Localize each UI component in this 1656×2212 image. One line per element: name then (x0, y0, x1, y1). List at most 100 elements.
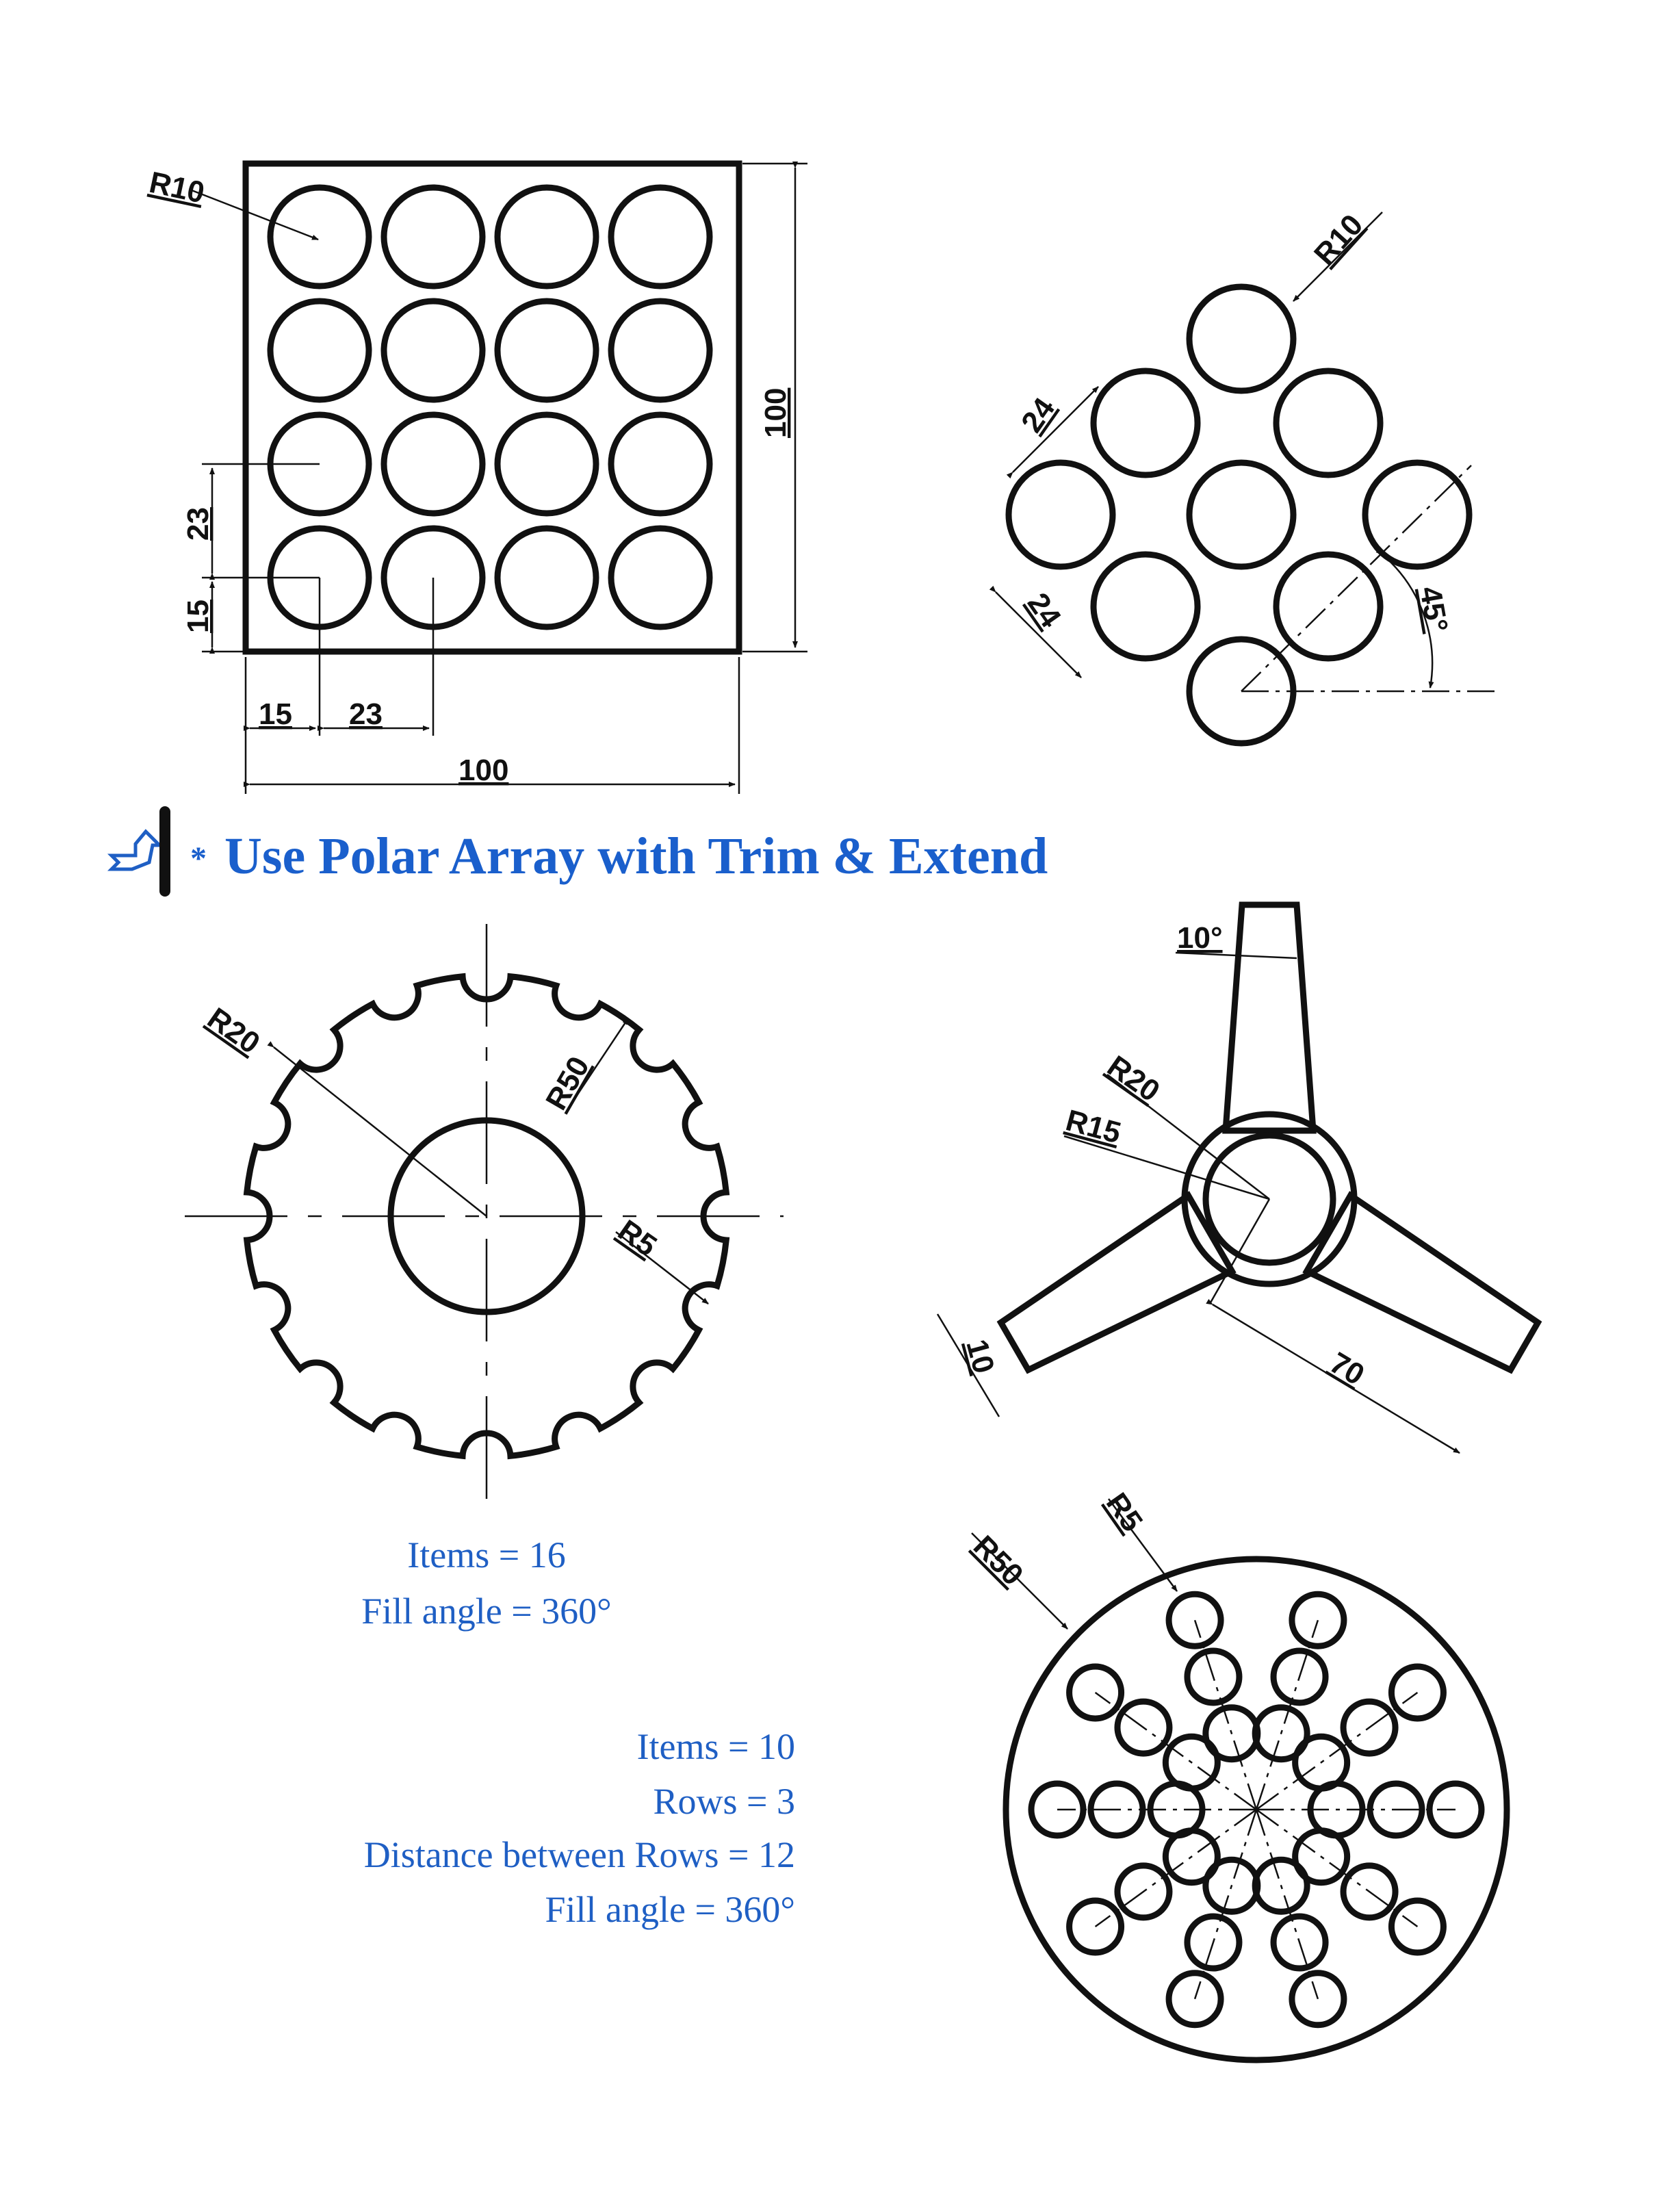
distance-note: Distance between Rows = 12 (364, 1834, 795, 1875)
width-label: 10 (959, 1336, 1000, 1377)
spoke-arm (996, 1191, 1237, 1374)
hole (1165, 1591, 1224, 1649)
hole (267, 184, 372, 290)
hole (1165, 1970, 1224, 2029)
divider-bar (159, 806, 170, 897)
spoke (996, 1191, 1237, 1374)
hole-radius-label: R5 (1100, 1487, 1149, 1538)
hole (1289, 1591, 1347, 1649)
hole (1066, 1663, 1125, 1722)
hole (1292, 1827, 1351, 1886)
inner-radius-label: R20 (201, 1001, 266, 1060)
center-line (1255, 1809, 1319, 2000)
hole (608, 184, 713, 290)
hole (1184, 1913, 1243, 1972)
hole (1270, 1647, 1329, 1706)
hub-inner (1202, 1132, 1336, 1266)
notched-outline (243, 973, 730, 1460)
angle-label: 10° (1177, 921, 1223, 955)
radius-label: R10 (146, 166, 207, 210)
polar-holes (1028, 1591, 1485, 2029)
title-bullet: * (190, 840, 207, 877)
center-line (1094, 1808, 1257, 1928)
outer-radius-label: R50 (539, 1051, 596, 1116)
hole (1340, 1862, 1399, 1921)
dimension-line (1206, 1298, 1460, 1454)
leader-line (1107, 1074, 1270, 1200)
notch-radius-label: R5 (612, 1213, 662, 1263)
spacing-y-label: 23 (181, 507, 215, 541)
hole (1066, 1897, 1125, 1956)
inner-radius-label: R15 (1062, 1103, 1124, 1150)
hole (380, 184, 486, 290)
leader-line (567, 1018, 630, 1109)
hole (1005, 459, 1116, 570)
hole (1388, 1663, 1447, 1722)
instruction-heading: * Use Polar Array with Trim & Extend (107, 806, 1048, 897)
radius-label: R10 (1308, 208, 1369, 272)
items-note: Items = 10 (637, 1726, 795, 1767)
drawing-notched-disk: R20 R50 R5 Items = 16 Fill angle = 360° (185, 924, 784, 1632)
spoke (1222, 901, 1317, 1134)
leader-line (267, 1041, 487, 1217)
spoke-arm (1302, 1191, 1542, 1374)
grid-holes (267, 184, 713, 630)
items-note: Items = 16 (407, 1534, 565, 1576)
center-line (1256, 1808, 1419, 1928)
hole (1388, 1897, 1447, 1956)
center-line (1255, 1619, 1319, 1810)
leader-line (1107, 1498, 1178, 1592)
offset-y-label: 15 (181, 600, 215, 633)
height-label: 100 (759, 388, 792, 438)
hole (1270, 1913, 1329, 1972)
leader-line (1293, 211, 1383, 302)
leader-line (191, 189, 319, 241)
center-line (1094, 1691, 1257, 1811)
hole (1162, 1733, 1221, 1792)
outer-radius-label: R20 (1101, 1049, 1165, 1108)
hole (1367, 1780, 1425, 1839)
outer-circle (1002, 1556, 1510, 2063)
hole (608, 298, 713, 403)
drawing-spoked-hub: 10° R20 R15 10 70 (936, 901, 1542, 1454)
hole (380, 411, 486, 517)
pointing-hand-icon (107, 829, 164, 871)
rows-note: Rows = 3 (654, 1781, 795, 1822)
hole (1252, 1704, 1310, 1763)
drawing-rectangular-array: R10 100 100 15 23 15 23 (146, 160, 807, 794)
hole (380, 298, 486, 403)
width-label: 100 (458, 754, 508, 787)
hole (1273, 368, 1384, 478)
spoke-arm (1222, 901, 1317, 1134)
spoke (1302, 1191, 1542, 1374)
hole (1114, 1862, 1173, 1921)
hole (1186, 283, 1297, 394)
hole (1426, 1780, 1485, 1839)
fill-angle-note: Fill angle = 360° (545, 1889, 795, 1930)
center-line (1241, 465, 1472, 692)
hole (1202, 1856, 1261, 1915)
angle-label: 45° (1413, 584, 1454, 634)
hole (267, 298, 372, 403)
hole (1090, 551, 1201, 662)
length-label: 70 (1324, 1346, 1370, 1392)
leader-line (971, 1532, 1068, 1630)
hole (1114, 1698, 1173, 1757)
leader-line (1175, 951, 1297, 960)
spokes (996, 901, 1542, 1374)
hole (494, 298, 599, 403)
hole (608, 525, 713, 630)
dimension-line (1006, 386, 1099, 479)
hole (494, 411, 599, 517)
leader-line (1063, 1135, 1270, 1200)
hole (1186, 459, 1297, 570)
drawing-hex-pattern: R10 24 24 45° (989, 208, 1499, 747)
hole (1340, 1698, 1399, 1757)
title-text: Use Polar Array with Trim & Extend (224, 827, 1048, 885)
extension-line (1208, 1198, 1271, 1304)
square-plate (242, 160, 742, 655)
spacing-x-label: 23 (349, 697, 383, 731)
center-line (1256, 1691, 1419, 1811)
